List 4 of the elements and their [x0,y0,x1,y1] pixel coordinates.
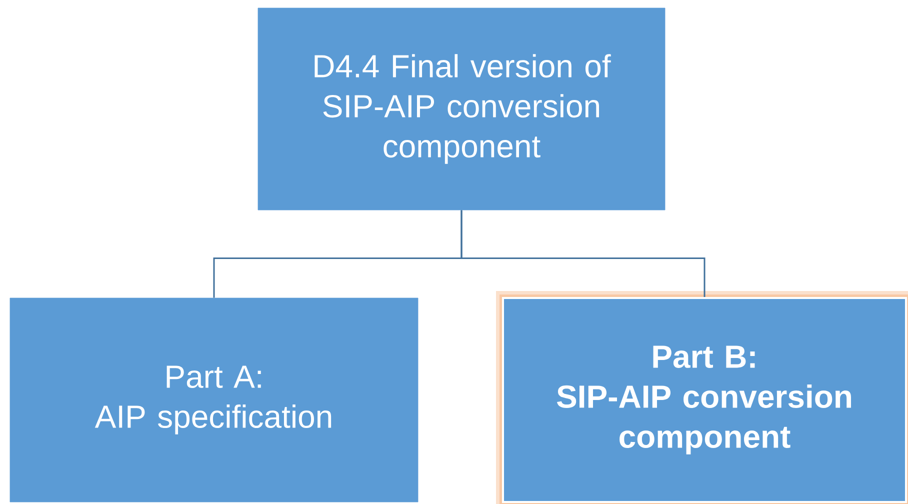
connector-line [460,210,706,297]
process-box: Part A: AIP specification [10,298,418,502]
process-box: Part B: SIP-AIP conversion component [496,291,908,504]
process-box: D4.4 Final version of SIP-AIP conversion component [258,8,666,210]
